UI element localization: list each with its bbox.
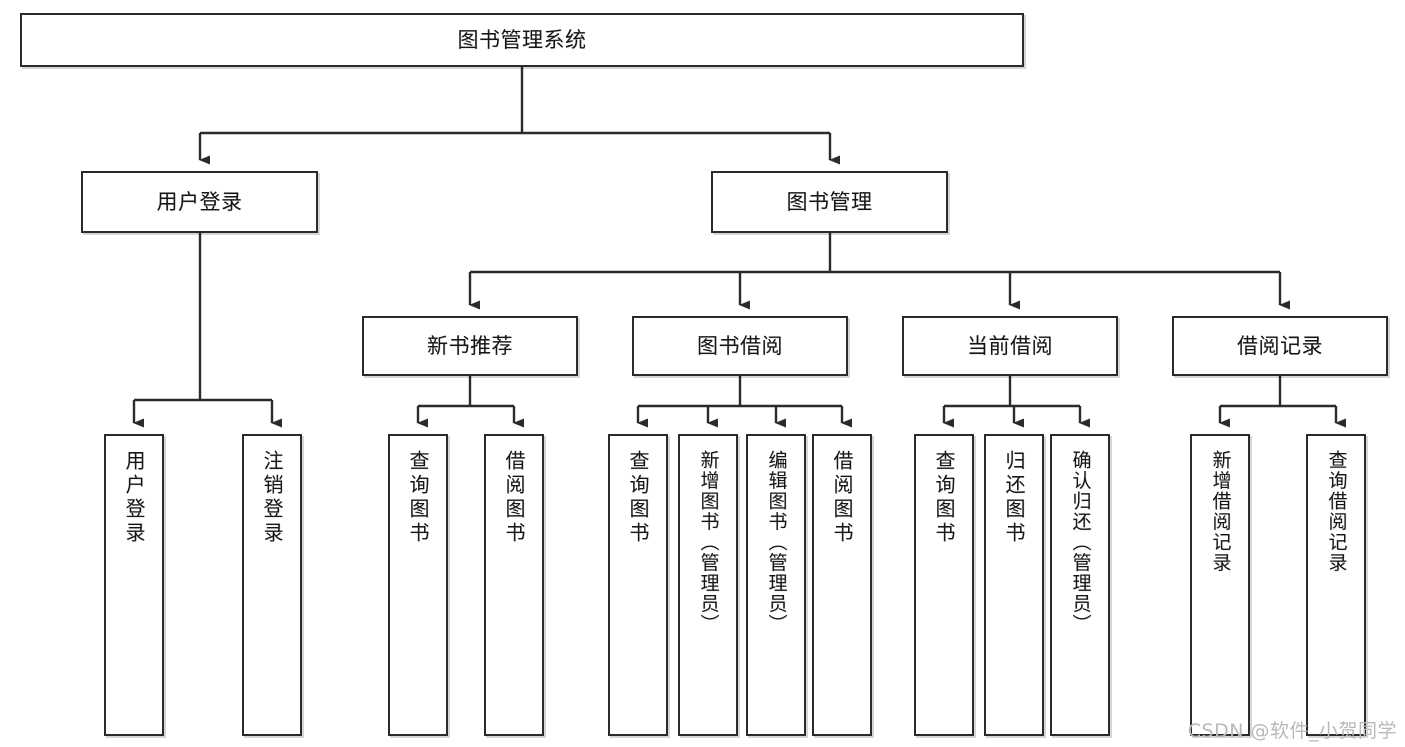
node-leaf-return-book[interactable]: 归还图书	[984, 434, 1044, 736]
node-borrow-record[interactable]: 借阅记录	[1172, 316, 1388, 376]
node-leaf-borrow-book-bb[interactable]: 借阅图书	[812, 434, 872, 736]
node-leaf-query-record[interactable]: 查询借阅记录	[1306, 434, 1366, 736]
node-label: 用户登录	[156, 189, 243, 214]
node-label: 图书管理	[786, 189, 873, 214]
node-leaf-query-book-cb[interactable]: 查询图书	[914, 434, 974, 736]
node-label: 注销登录	[260, 450, 284, 546]
node-leaf-edit-book[interactable]: 编辑图书（管理员）	[746, 434, 806, 736]
node-leaf-confirm-return[interactable]: 确认归还（管理员）	[1050, 434, 1110, 736]
node-label: 借阅记录	[1237, 333, 1323, 358]
node-label: 编辑图书（管理员）	[765, 450, 788, 635]
node-label: 借阅图书	[830, 450, 854, 546]
node-leaf-query-book-bb[interactable]: 查询图书	[608, 434, 668, 736]
node-label: 用户登录	[122, 450, 146, 546]
node-label: 新书推荐	[427, 333, 513, 358]
node-new-book-rec[interactable]: 新书推荐	[362, 316, 578, 376]
node-leaf-borrow-book-rec[interactable]: 借阅图书	[484, 434, 544, 736]
node-label: 图书借阅	[697, 333, 783, 358]
watermark-label: CSDN @软件_小贺同学	[1187, 720, 1397, 742]
node-label: 新增图书（管理员）	[697, 450, 720, 635]
node-leaf-add-record[interactable]: 新增借阅记录	[1190, 434, 1250, 736]
node-book-manage[interactable]: 图书管理	[711, 171, 948, 233]
node-label: 归还图书	[1002, 450, 1026, 546]
node-label: 查询图书	[406, 450, 430, 546]
node-current-borrow[interactable]: 当前借阅	[902, 316, 1118, 376]
node-leaf-query-book-rec[interactable]: 查询图书	[388, 434, 448, 736]
node-label: 当前借阅	[967, 333, 1053, 358]
node-leaf-user-login[interactable]: 用户登录	[104, 434, 164, 736]
node-root[interactable]: 图书管理系统	[20, 13, 1024, 67]
node-user-login[interactable]: 用户登录	[81, 171, 318, 233]
node-label: 图书管理系统	[457, 27, 587, 52]
node-label: 新增借阅记录	[1209, 450, 1232, 573]
node-book-borrow[interactable]: 图书借阅	[632, 316, 848, 376]
node-leaf-add-book[interactable]: 新增图书（管理员）	[678, 434, 738, 736]
node-label: 查询借阅记录	[1325, 450, 1348, 573]
node-label: 查询图书	[932, 450, 956, 546]
node-label: 查询图书	[626, 450, 650, 546]
node-leaf-logout[interactable]: 注销登录	[242, 434, 302, 736]
node-label: 确认归还（管理员）	[1069, 450, 1092, 635]
node-label: 借阅图书	[502, 450, 526, 546]
